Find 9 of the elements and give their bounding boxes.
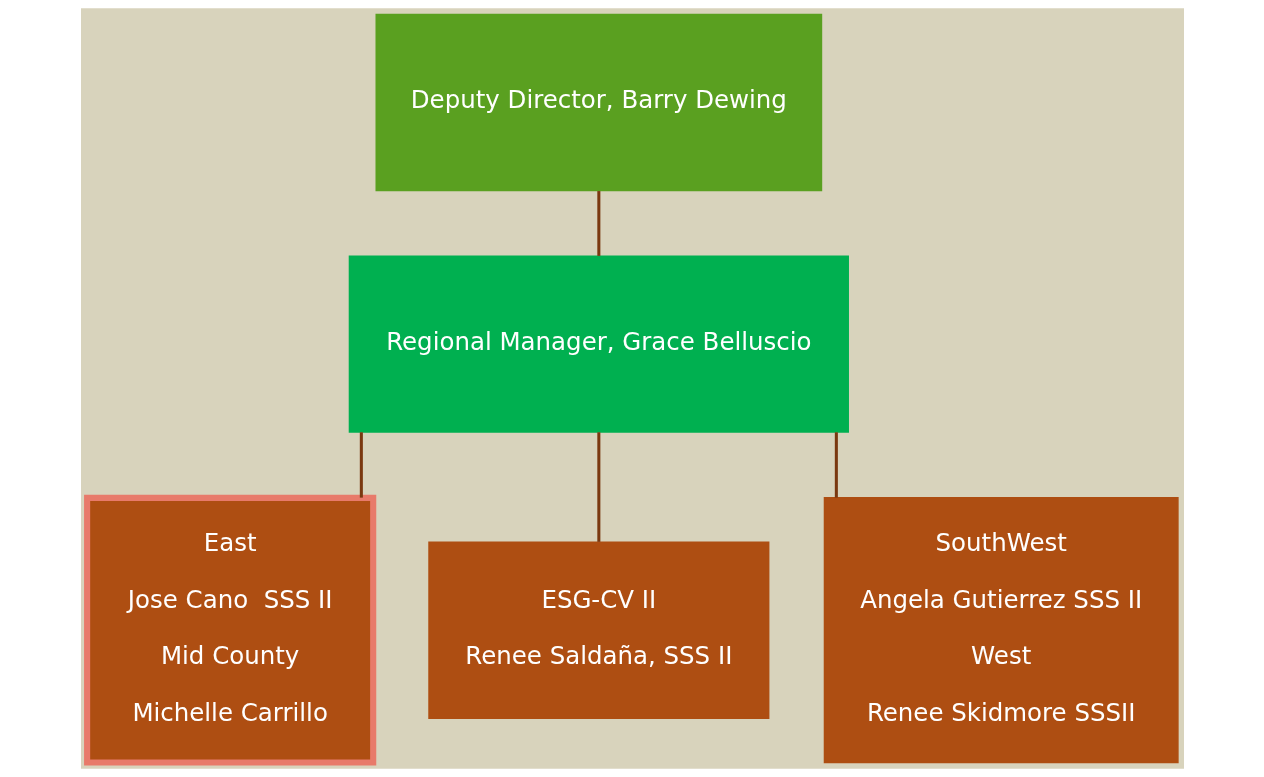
node-box: East Jose Cano SSS II Mid County Michelle Carrillo xyxy=(83,494,376,766)
node-box: SouthWest Angela Gutierrez SSS II West Renee Skidmore SSSII xyxy=(823,497,1179,764)
connector xyxy=(834,432,838,498)
node-box: ESG-CV II Renee Saldaña, SSS II xyxy=(427,541,769,719)
node-box: Regional Manager, Grace Belluscio xyxy=(348,255,849,433)
connector xyxy=(596,432,600,542)
connector xyxy=(596,191,600,256)
connector xyxy=(359,432,363,498)
node-box: Deputy Director, Barry Dewing xyxy=(375,13,822,192)
